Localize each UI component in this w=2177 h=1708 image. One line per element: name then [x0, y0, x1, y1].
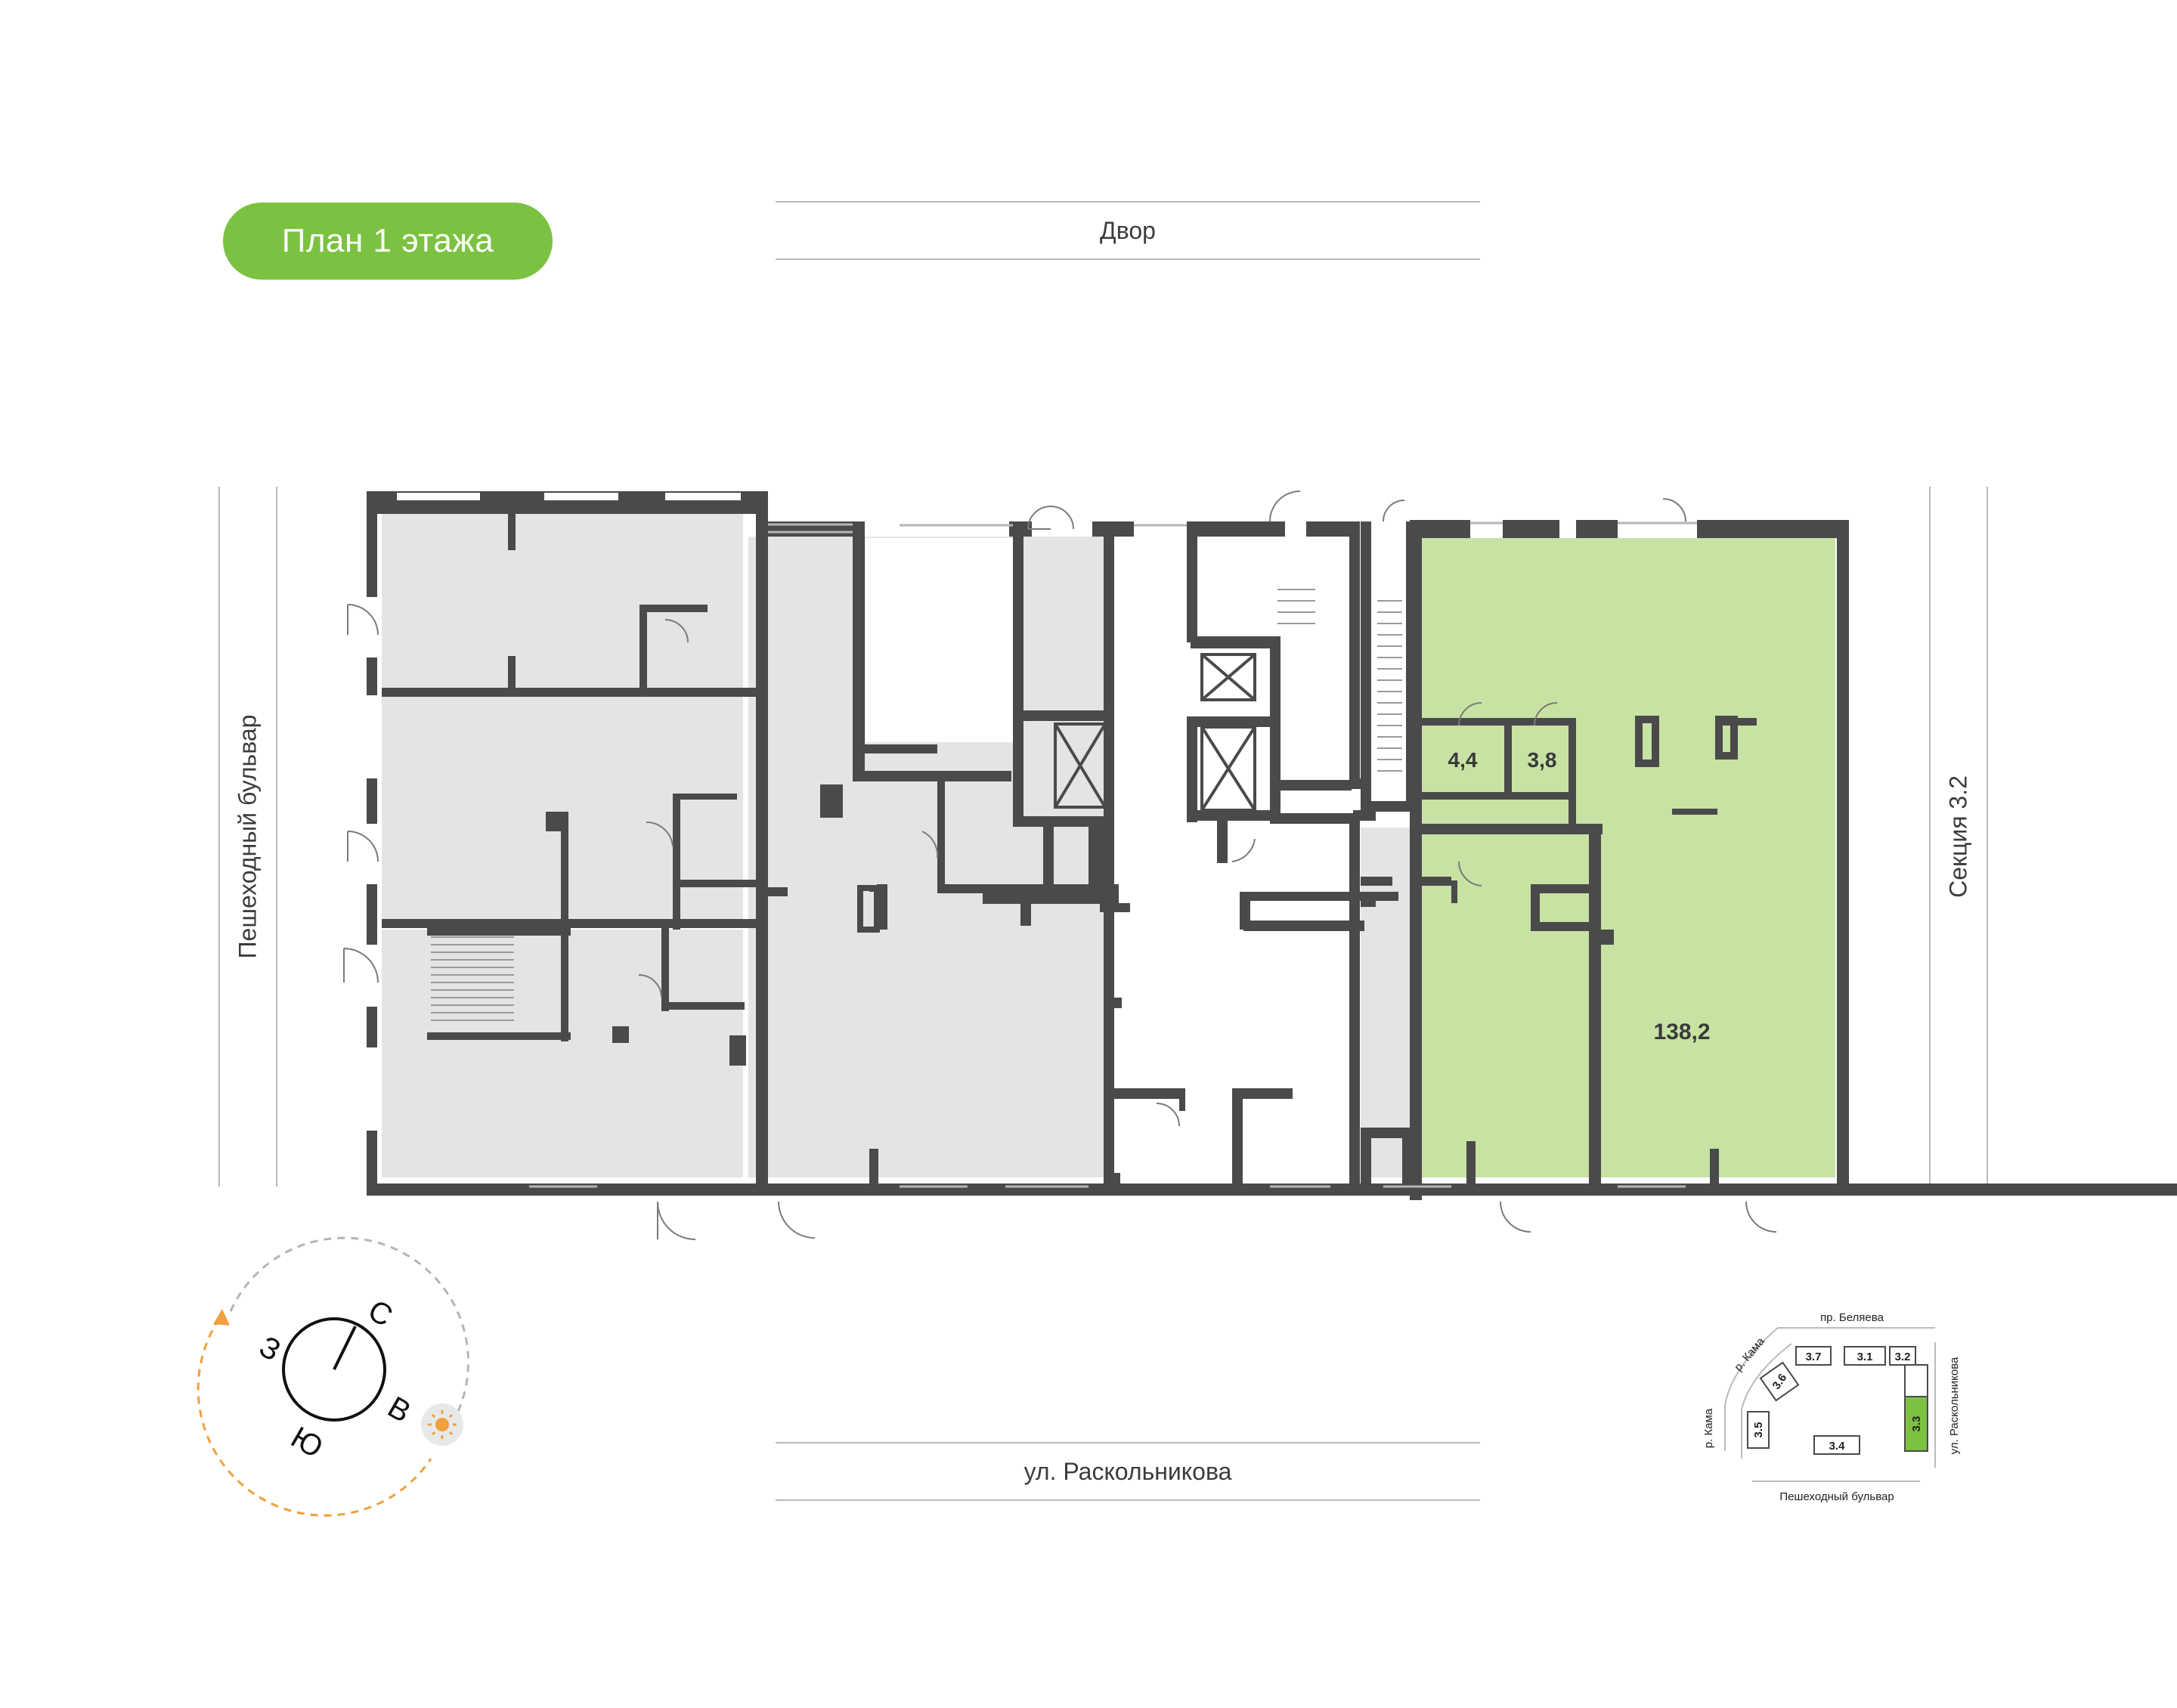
minimap-section-3-2[interactable] — [1889, 1346, 1916, 1366]
minimap-label-3-7: 3.7 — [1806, 1351, 1822, 1363]
room-area-small-a: 4,4 — [1448, 748, 1478, 772]
compass-west: З — [254, 1330, 286, 1368]
orbit-arrow-icon — [213, 1309, 230, 1326]
room-area-main: 138,2 — [1653, 1020, 1710, 1044]
doors — [343, 490, 1777, 1240]
compass-needle — [333, 1326, 357, 1370]
compass-dial — [282, 1317, 386, 1422]
minimap-section-3-1[interactable] — [1844, 1346, 1886, 1366]
minimap-label-3-3: 3.3 — [1910, 1416, 1923, 1432]
minimap-street-bottom: Пешеходный бульвар — [1779, 1490, 1894, 1503]
compass-east: В — [382, 1391, 417, 1429]
walls — [365, 491, 2177, 1200]
floor-title-badge: План 1 этажа — [223, 203, 553, 280]
lobby-white — [866, 538, 1018, 742]
sun-icon — [428, 1410, 457, 1439]
windows — [529, 521, 1697, 1188]
minimap-section-3-2-body — [1904, 1364, 1928, 1397]
street-right-band: Секция 3.2 — [1929, 487, 1988, 1187]
room-selected[interactable] — [1421, 538, 1835, 1177]
street-bottom-label: ул. Раскольникова — [776, 1442, 1480, 1501]
minimap-river-b: р. Кама — [1702, 1408, 1715, 1448]
street-left-band: Пешеходный бульвар — [218, 487, 277, 1187]
minimap-section-3-6[interactable] — [1759, 1361, 1800, 1402]
compass: С В Ю З — [197, 1236, 469, 1517]
site-minimap: пр. Беляева Пешеходный бульвар ул. Раско… — [1702, 1311, 1961, 1503]
compass-orbit — [229, 1236, 469, 1414]
minimap-section-3-7[interactable] — [1795, 1346, 1832, 1366]
minimap-label-3-5: 3.5 — [1752, 1422, 1765, 1438]
minimap-label-3-1: 3.1 — [1857, 1351, 1873, 1363]
street-top-label: Двор — [776, 201, 1480, 260]
minimap-label-3-4: 3.4 — [1829, 1440, 1846, 1453]
minimap-river-a: р. Кама — [1732, 1335, 1767, 1374]
elevators — [1054, 653, 1256, 812]
stairs — [431, 589, 1402, 1021]
minimap-section-3-4[interactable] — [1813, 1435, 1860, 1455]
minimap-section-3-5[interactable] — [1747, 1411, 1770, 1449]
room-area-small-b: 3,8 — [1528, 748, 1557, 772]
room-selected-bathroom-b[interactable] — [1512, 722, 1568, 793]
compass-orbit-sun — [197, 1318, 432, 1517]
minimap-street-top: пр. Беляева — [1820, 1311, 1884, 1324]
room-selected-bathroom-a[interactable] — [1421, 722, 1506, 793]
room-top-left[interactable] — [382, 514, 743, 689]
compass-north: С — [363, 1294, 398, 1334]
minimap-street-right: ул. Раскольникова — [1948, 1357, 1961, 1454]
compass-south: Ю — [286, 1421, 329, 1465]
minimap-label-3-2: 3.2 — [1895, 1351, 1911, 1363]
